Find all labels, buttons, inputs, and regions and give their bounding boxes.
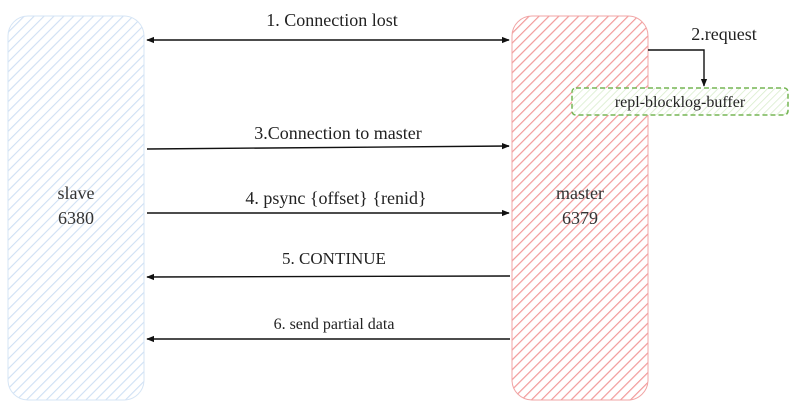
slave-box bbox=[7, 15, 145, 401]
slave-name-label: slave bbox=[58, 183, 95, 203]
step-3: 3.Connection to master bbox=[146, 123, 510, 150]
step-3-label: 3.Connection to master bbox=[254, 123, 421, 143]
step-5: 5. CONTINUE bbox=[146, 249, 511, 281]
master-name-label: master bbox=[556, 183, 604, 203]
step-5-arrow bbox=[146, 273, 511, 281]
master-port-label: 6379 bbox=[562, 208, 598, 228]
step-6: 6. send partial data bbox=[146, 316, 510, 343]
repl-buffer-node: repl-blocklog-buffer bbox=[571, 87, 789, 116]
step-4-label: 4. psync {offset} {renid} bbox=[245, 188, 426, 208]
step-6-label: 6. send partial data bbox=[274, 316, 395, 333]
step-5-label: 5. CONTINUE bbox=[282, 249, 386, 268]
step-4: 4. psync {offset} {renid} bbox=[147, 188, 510, 217]
master-node: master 6379 bbox=[511, 15, 649, 401]
step-2-label: 2.request bbox=[691, 24, 756, 44]
step-1-label: 1. Connection lost bbox=[266, 10, 398, 30]
slave-node: slave 6380 bbox=[7, 15, 145, 401]
step-1: 1. Connection lost bbox=[146, 10, 510, 44]
step-2: 2.request bbox=[648, 24, 757, 87]
step-2-arrow bbox=[648, 49, 708, 87]
slave-port-label: 6380 bbox=[58, 208, 94, 228]
repl-buffer-box bbox=[571, 87, 789, 116]
repl-buffer-label: repl-blocklog-buffer bbox=[615, 94, 746, 111]
step-3-arrow bbox=[146, 142, 510, 150]
